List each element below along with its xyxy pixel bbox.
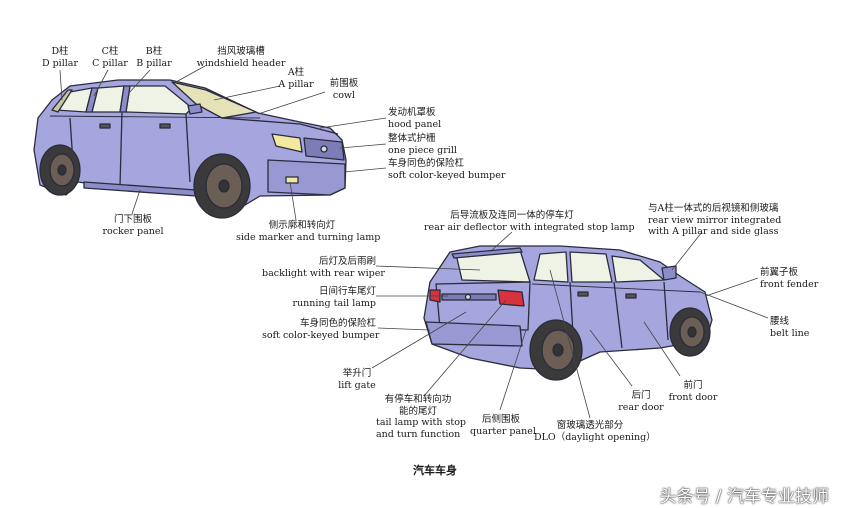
leader-side-marker bbox=[289, 181, 297, 221]
rear-car-front-door-window bbox=[611, 255, 665, 283]
label-front-fender: 前翼子板 front fender bbox=[760, 267, 819, 290]
rear-car-front-wheel bbox=[669, 307, 711, 357]
leader-front-fender bbox=[705, 277, 759, 297]
label-rear-bumper: 车身同色的保险杠 soft color-keyed bumper bbox=[262, 318, 380, 341]
leader-a-pillar bbox=[213, 85, 281, 101]
front-bumper-shape bbox=[267, 159, 346, 196]
front-door-seam bbox=[185, 113, 191, 183]
label-belt-line: 腰线 belt line bbox=[770, 316, 810, 339]
label-hood-panel: 发动机罩板 hood panel bbox=[388, 107, 442, 130]
side-marker-lamp bbox=[285, 176, 299, 184]
headlamp bbox=[271, 133, 303, 153]
label-a-pillar: A柱 A pillar bbox=[278, 67, 314, 90]
rear-car-rear-wheel bbox=[529, 319, 583, 381]
leader-d-pillar bbox=[59, 69, 63, 101]
leader-windshield-header bbox=[175, 65, 206, 83]
leader-dlo bbox=[549, 269, 591, 419]
label-mirror: 与A柱一体式的后视镜和侧玻璃 rear view mirror integrat… bbox=[648, 203, 782, 237]
rear-car-front-door-seam bbox=[613, 281, 623, 349]
liftgate-outline bbox=[435, 281, 531, 331]
leader-rear-deflector bbox=[491, 231, 513, 251]
d-pillar-shape bbox=[51, 89, 73, 113]
leader-grill bbox=[339, 143, 387, 149]
rear-bumper-shape bbox=[425, 321, 523, 347]
front-door-handle bbox=[159, 123, 171, 129]
rear-car-quarter-window bbox=[533, 251, 569, 283]
label-quarter-panel: 后侧围板 quarter panel bbox=[470, 414, 536, 437]
label-c-pillar: C柱 C pillar bbox=[92, 46, 128, 69]
label-backlight: 后灯及后雨刷 backlight with rear wiper bbox=[262, 256, 385, 279]
label-dlo: 窗玻璃透光部分 DLO（daylight opening） bbox=[534, 420, 656, 443]
leader-b-pillar bbox=[127, 69, 151, 95]
label-d-pillar: D柱 D pillar bbox=[41, 46, 79, 69]
label-rear-deflector: 后导流板及连同一体的停车灯 rear air deflector with in… bbox=[424, 210, 635, 233]
leader-front-door bbox=[643, 321, 681, 377]
leader-mirror bbox=[671, 231, 703, 271]
leader-belt-line bbox=[699, 291, 769, 319]
label-running-tail: 日间行车尾灯 running tail lamp bbox=[292, 286, 376, 309]
rear-spoiler bbox=[451, 247, 523, 259]
leader-front-bumper bbox=[343, 167, 387, 173]
label-cowl: 前围板 cowl bbox=[329, 78, 359, 101]
label-windshield-header: 挡风玻璃槽 windshield header bbox=[196, 46, 286, 69]
rear-tail-lamp-right bbox=[497, 289, 525, 307]
label-tail-lamp: 有停车和转向功 能的尾灯 tail lamp with stop and tur… bbox=[376, 394, 467, 440]
leader-c-pillar bbox=[93, 69, 109, 97]
label-grill: 整体式护栅 one piece grill bbox=[388, 133, 457, 156]
rear-car bbox=[423, 245, 713, 381]
rear-car-rear-door-window bbox=[569, 251, 613, 283]
hood-line bbox=[221, 117, 339, 135]
grille-emblem bbox=[320, 145, 328, 153]
leader-tail-lamp bbox=[423, 299, 507, 397]
label-b-pillar: B柱 B pillar bbox=[136, 46, 172, 69]
leader-quarter-panel bbox=[499, 329, 527, 411]
front-car bbox=[33, 79, 347, 219]
rear-door-handle bbox=[99, 123, 111, 129]
leader-hood bbox=[319, 117, 387, 129]
label-lift-gate: 举升门 lift gate bbox=[338, 368, 376, 391]
leader-lift-gate bbox=[371, 311, 467, 369]
leader-backlight bbox=[375, 265, 481, 271]
rear-emblem bbox=[464, 293, 472, 301]
rear-car-rear-handle bbox=[577, 291, 589, 297]
rear-car-front-handle bbox=[625, 293, 637, 299]
leader-rear-door bbox=[589, 329, 633, 387]
front-car-rear-wheel bbox=[39, 144, 81, 196]
rear-door-seam bbox=[119, 111, 123, 187]
front-car-mirror bbox=[187, 103, 203, 115]
label-front-bumper: 车身同色的保险杠 soft color-keyed bumper bbox=[388, 158, 506, 181]
leader-rear-bumper bbox=[377, 327, 431, 331]
label-rocker-panel: 门下围板 rocker panel bbox=[102, 214, 164, 237]
label-side-marker: 侧示廓和转向灯 side marker and turning lamp bbox=[236, 220, 381, 243]
front-beltline bbox=[49, 115, 261, 119]
b-pillar-shape bbox=[119, 85, 131, 113]
watermark: 头条号 / 汽车专业技师 bbox=[659, 487, 829, 507]
leader-cowl bbox=[257, 91, 326, 115]
rear-car-front-fender-seam bbox=[663, 281, 669, 341]
front-car-front-wheel bbox=[193, 153, 251, 219]
label-rear-door: 后门 rear door bbox=[618, 390, 664, 413]
leader-rocker bbox=[131, 189, 141, 215]
figure-caption: 汽车车身 bbox=[413, 464, 457, 477]
rear-car-beltline bbox=[531, 283, 701, 293]
label-front-door: 前门 front door bbox=[668, 380, 718, 403]
leader-lines bbox=[59, 65, 769, 419]
